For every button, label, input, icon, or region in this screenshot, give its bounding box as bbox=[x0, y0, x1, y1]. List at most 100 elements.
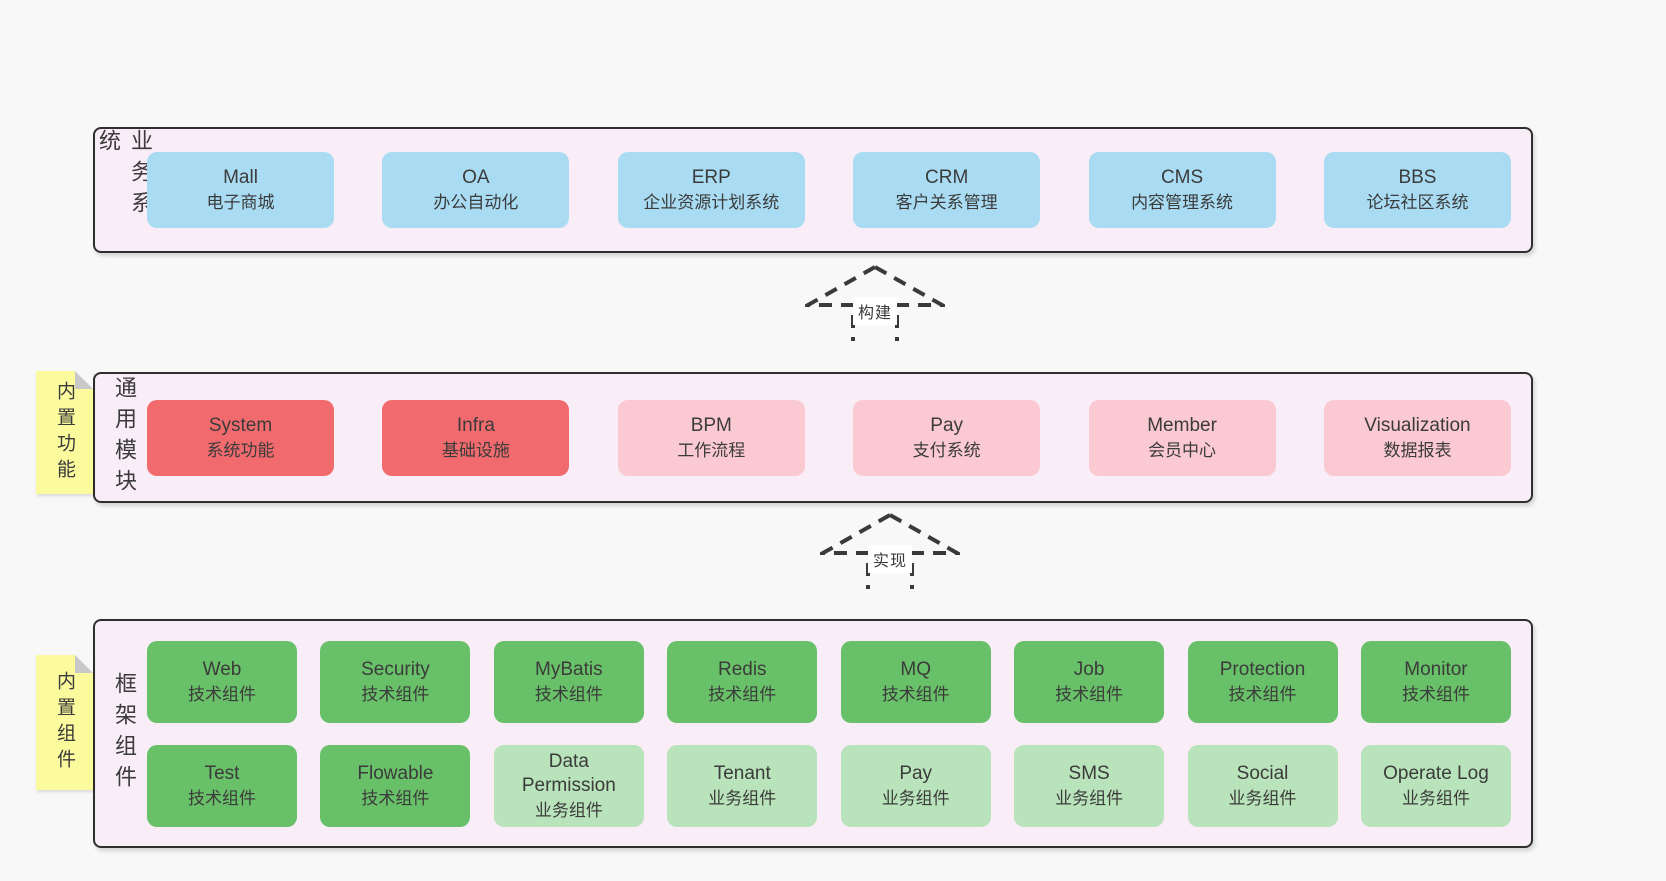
box-subtitle: 办公自动化 bbox=[433, 193, 519, 212]
box-system: System 系统功能 bbox=[147, 399, 334, 476]
box-infra: Infra 基础设施 bbox=[382, 399, 570, 476]
box-social: Social 业务组件 bbox=[1187, 744, 1338, 827]
box-subtitle: 业务组件 bbox=[1401, 788, 1470, 808]
box-job: Job 技术组件 bbox=[1014, 640, 1165, 723]
box-title: BBS bbox=[1398, 167, 1437, 188]
box-subtitle: 技术组件 bbox=[188, 684, 256, 704]
box-subtitle: 数据报表 bbox=[1383, 440, 1452, 460]
box-subtitle: 业务组件 bbox=[1055, 788, 1124, 808]
box-mall: Mall 电子商城 bbox=[147, 152, 334, 228]
box-subtitle: 技术组件 bbox=[881, 684, 950, 704]
framework-components-rows: Web 技术组件 Security 技术组件 MyBatis 技术组件 Redi… bbox=[147, 621, 1511, 846]
box-pay-system: Pay 支付系统 bbox=[853, 399, 1041, 476]
box-title: ERP bbox=[691, 167, 731, 188]
box-mybatis: MyBatis 技术组件 bbox=[493, 640, 644, 723]
box-subtitle: 技术组件 bbox=[1401, 684, 1470, 704]
box-subtitle: 内容管理系统 bbox=[1131, 193, 1234, 212]
sticky-note-builtin-features: 内置功能 bbox=[36, 371, 93, 494]
box-title: Member bbox=[1147, 414, 1217, 436]
layer-business-systems: 业务系统 Mall 电子商城 OA 办公自动化 ERP 企业资源计划系统 CRM… bbox=[93, 127, 1533, 253]
box-subtitle: 技术组件 bbox=[188, 788, 256, 808]
box-title: Mall bbox=[223, 167, 258, 188]
box-title: System bbox=[208, 414, 273, 436]
box-flowable: Flowable 技术组件 bbox=[320, 744, 471, 827]
box-subtitle: 技术组件 bbox=[708, 684, 777, 704]
box-title: Pay bbox=[899, 762, 933, 784]
box-pay-component: Pay 业务组件 bbox=[840, 744, 991, 827]
box-title: Web bbox=[202, 658, 242, 680]
box-oa: OA 办公自动化 bbox=[382, 152, 570, 228]
framework-components-row-2: Test 技术组件 Flowable 技术组件 Data Permission … bbox=[147, 744, 1511, 827]
box-mq: MQ 技术组件 bbox=[840, 640, 991, 723]
arrow-implement: 实现 bbox=[820, 511, 960, 591]
sticky-note-builtin-components: 内置组件 bbox=[36, 655, 93, 790]
box-title: Job bbox=[1073, 658, 1105, 680]
box-subtitle: 工作流程 bbox=[677, 440, 746, 460]
box-erp: ERP 企业资源计划系统 bbox=[617, 152, 805, 228]
box-subtitle: 技术组件 bbox=[361, 788, 430, 808]
box-title: Protection bbox=[1219, 658, 1306, 680]
box-title: Data Permission bbox=[521, 750, 616, 796]
box-visualization: Visualization 数据报表 bbox=[1323, 399, 1511, 476]
arrow-build: 构建 bbox=[805, 263, 945, 343]
arrow-label: 实现 bbox=[867, 545, 913, 573]
box-title: Operate Log bbox=[1383, 762, 1489, 784]
box-subtitle: 技术组件 bbox=[1228, 684, 1297, 704]
box-title: Redis bbox=[717, 658, 767, 680]
box-subtitle: 技术组件 bbox=[534, 684, 603, 704]
box-subtitle: 企业资源计划系统 bbox=[643, 193, 780, 212]
common-modules-boxes: System 系统功能 Infra 基础设施 BPM 工作流程 Pay 支付系统… bbox=[147, 374, 1511, 501]
box-subtitle: 业务组件 bbox=[1228, 788, 1297, 808]
box-member: Member 会员中心 bbox=[1088, 399, 1276, 476]
layer-label-business-systems: 业务系统 bbox=[96, 129, 153, 222]
box-title: BPM bbox=[690, 414, 732, 436]
business-systems-boxes: Mall 电子商城 OA 办公自动化 ERP 企业资源计划系统 CRM 客户关系… bbox=[147, 129, 1511, 251]
box-title: Monitor bbox=[1404, 658, 1468, 680]
box-subtitle: 会员中心 bbox=[1148, 440, 1217, 460]
box-title: Social bbox=[1236, 762, 1289, 784]
box-subtitle: 客户关系管理 bbox=[895, 193, 998, 212]
box-tenant: Tenant 业务组件 bbox=[667, 744, 818, 827]
box-data-permission: Data Permission 业务组件 bbox=[493, 744, 644, 827]
box-subtitle: 业务组件 bbox=[708, 788, 777, 808]
box-title: SMS bbox=[1068, 762, 1110, 784]
box-subtitle: 电子商城 bbox=[206, 193, 275, 212]
layer-framework-components: 框架组件 Web 技术组件 Security 技术组件 MyBatis 技术组件… bbox=[93, 619, 1533, 848]
box-security: Security 技术组件 bbox=[320, 640, 471, 723]
box-redis: Redis 技术组件 bbox=[667, 640, 818, 723]
layer-common-modules: 通用模块 System 系统功能 Infra 基础设施 BPM 工作流程 Pay… bbox=[93, 372, 1533, 503]
box-subtitle: 系统功能 bbox=[206, 440, 275, 460]
box-subtitle: 技术组件 bbox=[1055, 684, 1124, 704]
box-subtitle: 业务组件 bbox=[534, 800, 603, 820]
box-protection: Protection 技术组件 bbox=[1187, 640, 1338, 723]
box-bbs: BBS 论坛社区系统 bbox=[1323, 152, 1511, 228]
box-crm: CRM 客户关系管理 bbox=[853, 152, 1041, 228]
box-subtitle: 业务组件 bbox=[881, 788, 950, 808]
box-test: Test 技术组件 bbox=[147, 744, 297, 827]
box-bpm: BPM 工作流程 bbox=[617, 399, 805, 476]
layer-label-framework-components: 框架组件 bbox=[112, 671, 137, 796]
box-title: CMS bbox=[1160, 167, 1204, 188]
box-title: Security bbox=[361, 658, 430, 680]
box-title: Tenant bbox=[713, 762, 771, 784]
box-title: Pay bbox=[930, 414, 964, 436]
box-sms: SMS 业务组件 bbox=[1014, 744, 1165, 827]
box-monitor: Monitor 技术组件 bbox=[1360, 640, 1511, 723]
arrow-label: 构建 bbox=[852, 297, 898, 325]
box-title: Visualization bbox=[1364, 414, 1471, 436]
box-subtitle: 基础设施 bbox=[441, 440, 510, 460]
box-subtitle: 论坛社区系统 bbox=[1366, 193, 1469, 212]
box-operate-log: Operate Log 业务组件 bbox=[1360, 744, 1511, 827]
box-title: MyBatis bbox=[535, 658, 603, 680]
box-web: Web 技术组件 bbox=[147, 640, 297, 723]
box-title: OA bbox=[462, 167, 490, 188]
box-subtitle: 技术组件 bbox=[361, 684, 430, 704]
box-title: Flowable bbox=[357, 762, 434, 784]
box-title: CRM bbox=[925, 167, 969, 188]
box-title: Infra bbox=[456, 414, 495, 436]
box-title: MQ bbox=[900, 658, 931, 680]
box-subtitle: 支付系统 bbox=[912, 440, 981, 460]
box-title: Test bbox=[204, 762, 240, 784]
box-cms: CMS 内容管理系统 bbox=[1088, 152, 1276, 228]
